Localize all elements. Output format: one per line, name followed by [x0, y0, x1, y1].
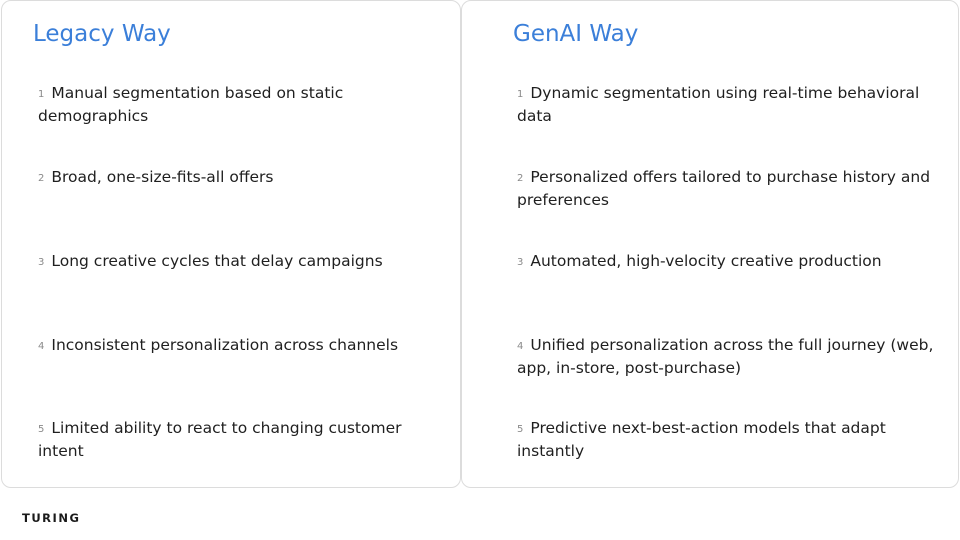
- item-text: Dynamic segmentation using real-time beh…: [517, 84, 920, 125]
- item-text: Automated, high-velocity creative produc…: [530, 252, 882, 270]
- item-text: Predictive next-best-action models that …: [517, 419, 886, 460]
- item-number: 3: [38, 257, 45, 268]
- item-text: Limited ability to react to changing cus…: [38, 419, 402, 460]
- item-number: 2: [517, 173, 524, 184]
- turing-logo: TURING: [22, 511, 81, 525]
- item-text: Unified personalization across the full …: [517, 336, 934, 377]
- item-text: Personalized offers tailored to purchase…: [517, 168, 931, 209]
- item-text: Inconsistent personalization across chan…: [51, 336, 399, 354]
- genai-item-3: 3 Automated, high-velocity creative produ…: [517, 251, 947, 274]
- item-number: 4: [517, 341, 524, 352]
- item-number: 5: [517, 424, 524, 435]
- legacy-item-3: 3 Long creative cycles that delay campaig…: [38, 251, 448, 274]
- legacy-item-4: 4 Inconsistent personalization across cha…: [38, 335, 448, 358]
- item-number: 1: [517, 89, 524, 100]
- item-text: Broad, one-size-fits-all offers: [51, 168, 274, 186]
- item-text: Long creative cycles that delay campaign…: [51, 252, 383, 270]
- item-number: 5: [38, 424, 45, 435]
- item-number: 3: [517, 257, 524, 268]
- legacy-way-title: Legacy Way: [33, 21, 171, 47]
- item-number: 4: [38, 341, 45, 352]
- item-number: 1: [38, 89, 45, 100]
- genai-way-title: GenAI Way: [513, 21, 639, 47]
- legacy-item-2: 2 Broad, one-size-fits-all offers: [38, 167, 448, 190]
- item-number: 2: [38, 173, 45, 184]
- item-text: Manual segmentation based on static demo…: [38, 84, 344, 125]
